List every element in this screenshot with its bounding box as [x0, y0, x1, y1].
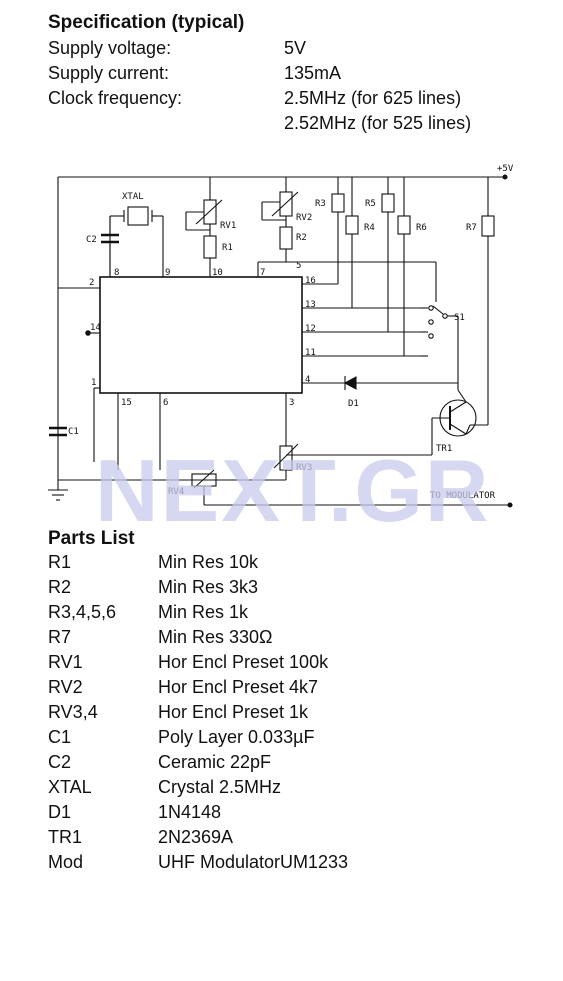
label-r3: R3	[315, 199, 326, 209]
pin-number: 11	[305, 348, 316, 358]
part-ref: R7	[48, 627, 72, 647]
part-desc: Poly Layer 0.033µF	[158, 727, 315, 747]
label-rv2: RV2	[296, 213, 312, 223]
pin-number: 7	[260, 268, 265, 278]
part-desc: Hor Encl Preset 100k	[158, 652, 329, 672]
label-rv3: RV3	[296, 463, 312, 473]
label-r1: R1	[222, 243, 233, 253]
spec-value: 135mA	[284, 63, 342, 83]
label-d1: D1	[348, 399, 359, 409]
label-r4: R4	[364, 223, 375, 233]
pin-number: 6	[163, 398, 168, 408]
part-desc: 1N4148	[158, 802, 222, 822]
part-ref: RV3,4	[48, 702, 98, 722]
pin-number: 10	[212, 268, 223, 278]
spec-value: 2.52MHz (for 525 lines)	[284, 113, 472, 133]
pin-number: 5	[296, 261, 301, 271]
label-rv4: RV4	[168, 487, 184, 497]
part-desc: Crystal 2.5MHz	[158, 777, 282, 797]
label-supply: +5V	[497, 164, 514, 174]
parts-title: Parts List	[48, 528, 135, 549]
label-r7: R7	[466, 223, 477, 233]
pin-number: 13	[305, 300, 316, 310]
label-xtal: XTAL	[122, 192, 144, 202]
part-desc: Ceramic 22pF	[158, 752, 272, 772]
part-ref: XTAL	[48, 777, 92, 797]
part-ref: C2	[48, 752, 72, 772]
pin-number: 8	[114, 268, 119, 278]
spec-label: Supply voltage:	[48, 38, 172, 58]
pin-number: 4	[305, 375, 310, 385]
part-ref: TR1	[48, 827, 83, 847]
part-ref: RV2	[48, 677, 83, 697]
part-ref: R2	[48, 577, 72, 597]
part-ref: D1	[48, 802, 72, 822]
spec-value: 2.5MHz (for 625 lines)	[284, 88, 462, 108]
part-ref: C1	[48, 727, 72, 747]
pin-number: 2	[89, 278, 94, 288]
label-r6: R6	[416, 223, 427, 233]
pin-number: 14	[90, 323, 101, 333]
part-desc: Min Res 1k	[158, 602, 249, 622]
label-rv1: RV1	[220, 221, 236, 231]
part-ref: R1	[48, 552, 72, 572]
part-desc: UHF ModulatorUM1233	[158, 852, 349, 872]
pin-number: 12	[305, 324, 316, 334]
spec-label: Supply current:	[48, 63, 170, 83]
part-desc: Min Res 330Ω	[158, 627, 273, 647]
part-ref: Mod	[48, 852, 84, 872]
part-desc: Min Res 3k3	[158, 577, 259, 597]
label-c2: C2	[86, 235, 97, 245]
part-desc: Hor Encl Preset 4k7	[158, 677, 319, 697]
label-tr1: TR1	[436, 444, 452, 454]
label-to-modulator: TO MODULATOR	[430, 491, 496, 501]
spec-label: Clock frequency:	[48, 88, 183, 108]
label-r2: R2	[296, 233, 307, 243]
part-desc: 2N2369A	[158, 827, 234, 847]
part-ref: R3,4,5,6	[48, 602, 117, 622]
part-desc: Min Res 10k	[158, 552, 259, 572]
label-r5: R5	[365, 199, 376, 209]
pin-number: 1	[91, 378, 96, 388]
label-s1: S1	[454, 313, 465, 323]
part-ref: RV1	[48, 652, 83, 672]
part-desc: Hor Encl Preset 1k	[158, 702, 309, 722]
watermark: NEXT.GR	[95, 441, 491, 540]
spec-value: 5V	[284, 38, 307, 58]
pin-number: 3	[289, 398, 294, 408]
label-c1: C1	[68, 427, 79, 437]
spec-title: Specification (typical)	[48, 12, 245, 33]
pin-number: 9	[165, 268, 170, 278]
pin-number: 16	[305, 276, 316, 286]
pin-number: 15	[121, 398, 132, 408]
circuit-schematic: +5V XTAL C2 C1 RV1 R1 RV2 R2 R3 R4 R5 R6…	[48, 164, 514, 508]
